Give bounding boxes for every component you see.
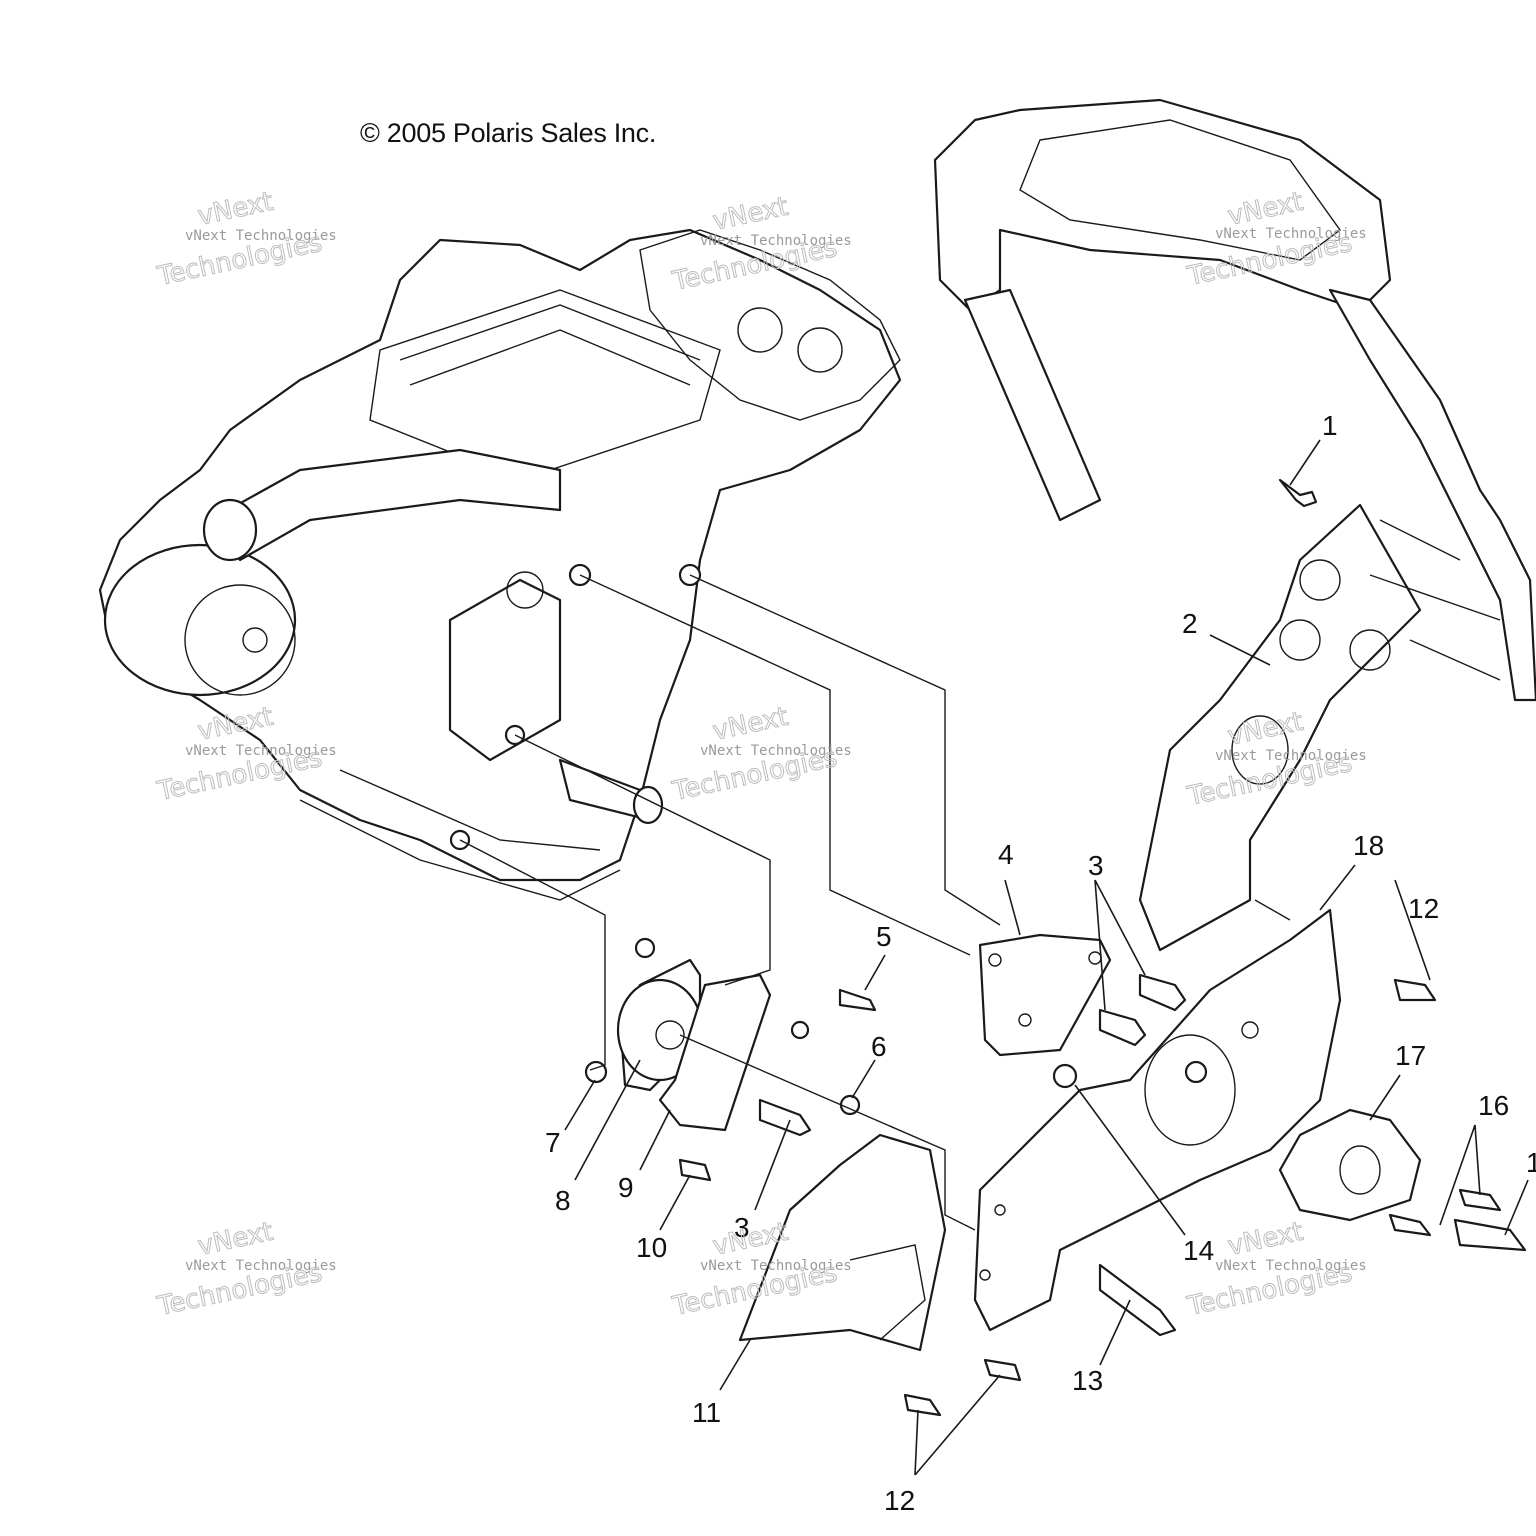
watermark-bc: vNext Technologies xyxy=(700,1258,852,1274)
watermark-mr: vNext Technologies xyxy=(1215,748,1367,764)
watermark-ml: vNext Technologies xyxy=(185,743,337,759)
bolts xyxy=(584,937,1527,1417)
svg-text:vNext Technologies: vNext Technologies xyxy=(185,1258,337,1274)
engine-assembly xyxy=(98,228,902,901)
part-2-mount-bracket xyxy=(1138,503,1422,952)
callout-5: 5 xyxy=(876,921,892,952)
callout-6: 6 xyxy=(871,1031,887,1062)
callout-2: 2 xyxy=(1182,608,1198,639)
callout-4: 4 xyxy=(998,839,1014,870)
watermark-mc: vNext Technologies xyxy=(700,743,852,759)
watermark-vnext-bl: vNext xyxy=(195,1217,276,1262)
svg-text:vNext Technologies: vNext Technologies xyxy=(700,233,852,249)
callout-17: 17 xyxy=(1395,1040,1426,1071)
watermark-vnext-mc: vNext xyxy=(710,702,791,747)
part-17-mount xyxy=(1278,1108,1422,1222)
callout-10: 10 xyxy=(636,1232,667,1263)
svg-text:vNext Technologies: vNext Technologies xyxy=(1215,1258,1367,1274)
callout-9: 9 xyxy=(618,1172,634,1203)
callout-labels: 1 2 3 3 4 5 6 7 8 9 10 11 12 12 13 14 16… xyxy=(545,410,1536,1516)
watermark-tr: vNext Technologies xyxy=(1215,226,1367,242)
svg-text:vNext Technologies: vNext Technologies xyxy=(700,1258,852,1274)
callout-3-upper: 3 xyxy=(1088,850,1104,881)
watermark-br: vNext Technologies xyxy=(1215,1258,1367,1274)
callout-18: 18 xyxy=(1353,830,1384,861)
watermark-bl: vNext Technologies xyxy=(185,1258,337,1274)
part-11-lower-bracket xyxy=(738,1133,947,1352)
svg-text:vNext Technologies: vNext Technologies xyxy=(185,743,337,759)
part-4-plate xyxy=(978,933,1112,1057)
callout-1: 1 xyxy=(1322,410,1338,441)
callout-19-partial: 1 xyxy=(1526,1147,1536,1178)
callout-7: 7 xyxy=(545,1127,561,1158)
watermark-vnext-tl: vNext xyxy=(195,187,276,232)
callout-3-lower: 3 xyxy=(734,1212,750,1243)
callout-12-lower: 12 xyxy=(884,1485,915,1516)
part-8-engine-mount xyxy=(616,958,704,1092)
svg-text:vNext Technologies: vNext Technologies xyxy=(1215,226,1367,242)
watermark-vnext-br: vNext xyxy=(1225,1217,1306,1262)
watermark-tc: vNext Technologies xyxy=(700,233,852,249)
watermark-vnext-tc: vNext xyxy=(710,192,791,237)
svg-text:vNext Technologies: vNext Technologies xyxy=(1215,748,1367,764)
callout-16: 16 xyxy=(1478,1090,1509,1121)
part-9-bracket xyxy=(658,973,772,1132)
svg-text:vNext Technologies: vNext Technologies xyxy=(700,743,852,759)
watermark-tl: vNext Technologies xyxy=(185,228,337,244)
copyright-notice: © 2005 Polaris Sales Inc. xyxy=(360,118,657,148)
part-18-plate xyxy=(973,908,1342,1332)
callout-14: 14 xyxy=(1183,1235,1214,1266)
callout-leaders xyxy=(564,439,1529,1476)
callout-13: 13 xyxy=(1072,1365,1103,1396)
svg-text:vNext Technologies: vNext Technologies xyxy=(185,228,337,244)
frame-upper xyxy=(933,98,1536,702)
callout-11: 11 xyxy=(692,1397,721,1428)
callout-12-upper: 12 xyxy=(1408,893,1439,924)
part-1-pin xyxy=(1278,478,1318,508)
callout-8: 8 xyxy=(555,1185,571,1216)
assembly-lines xyxy=(459,519,1501,1231)
